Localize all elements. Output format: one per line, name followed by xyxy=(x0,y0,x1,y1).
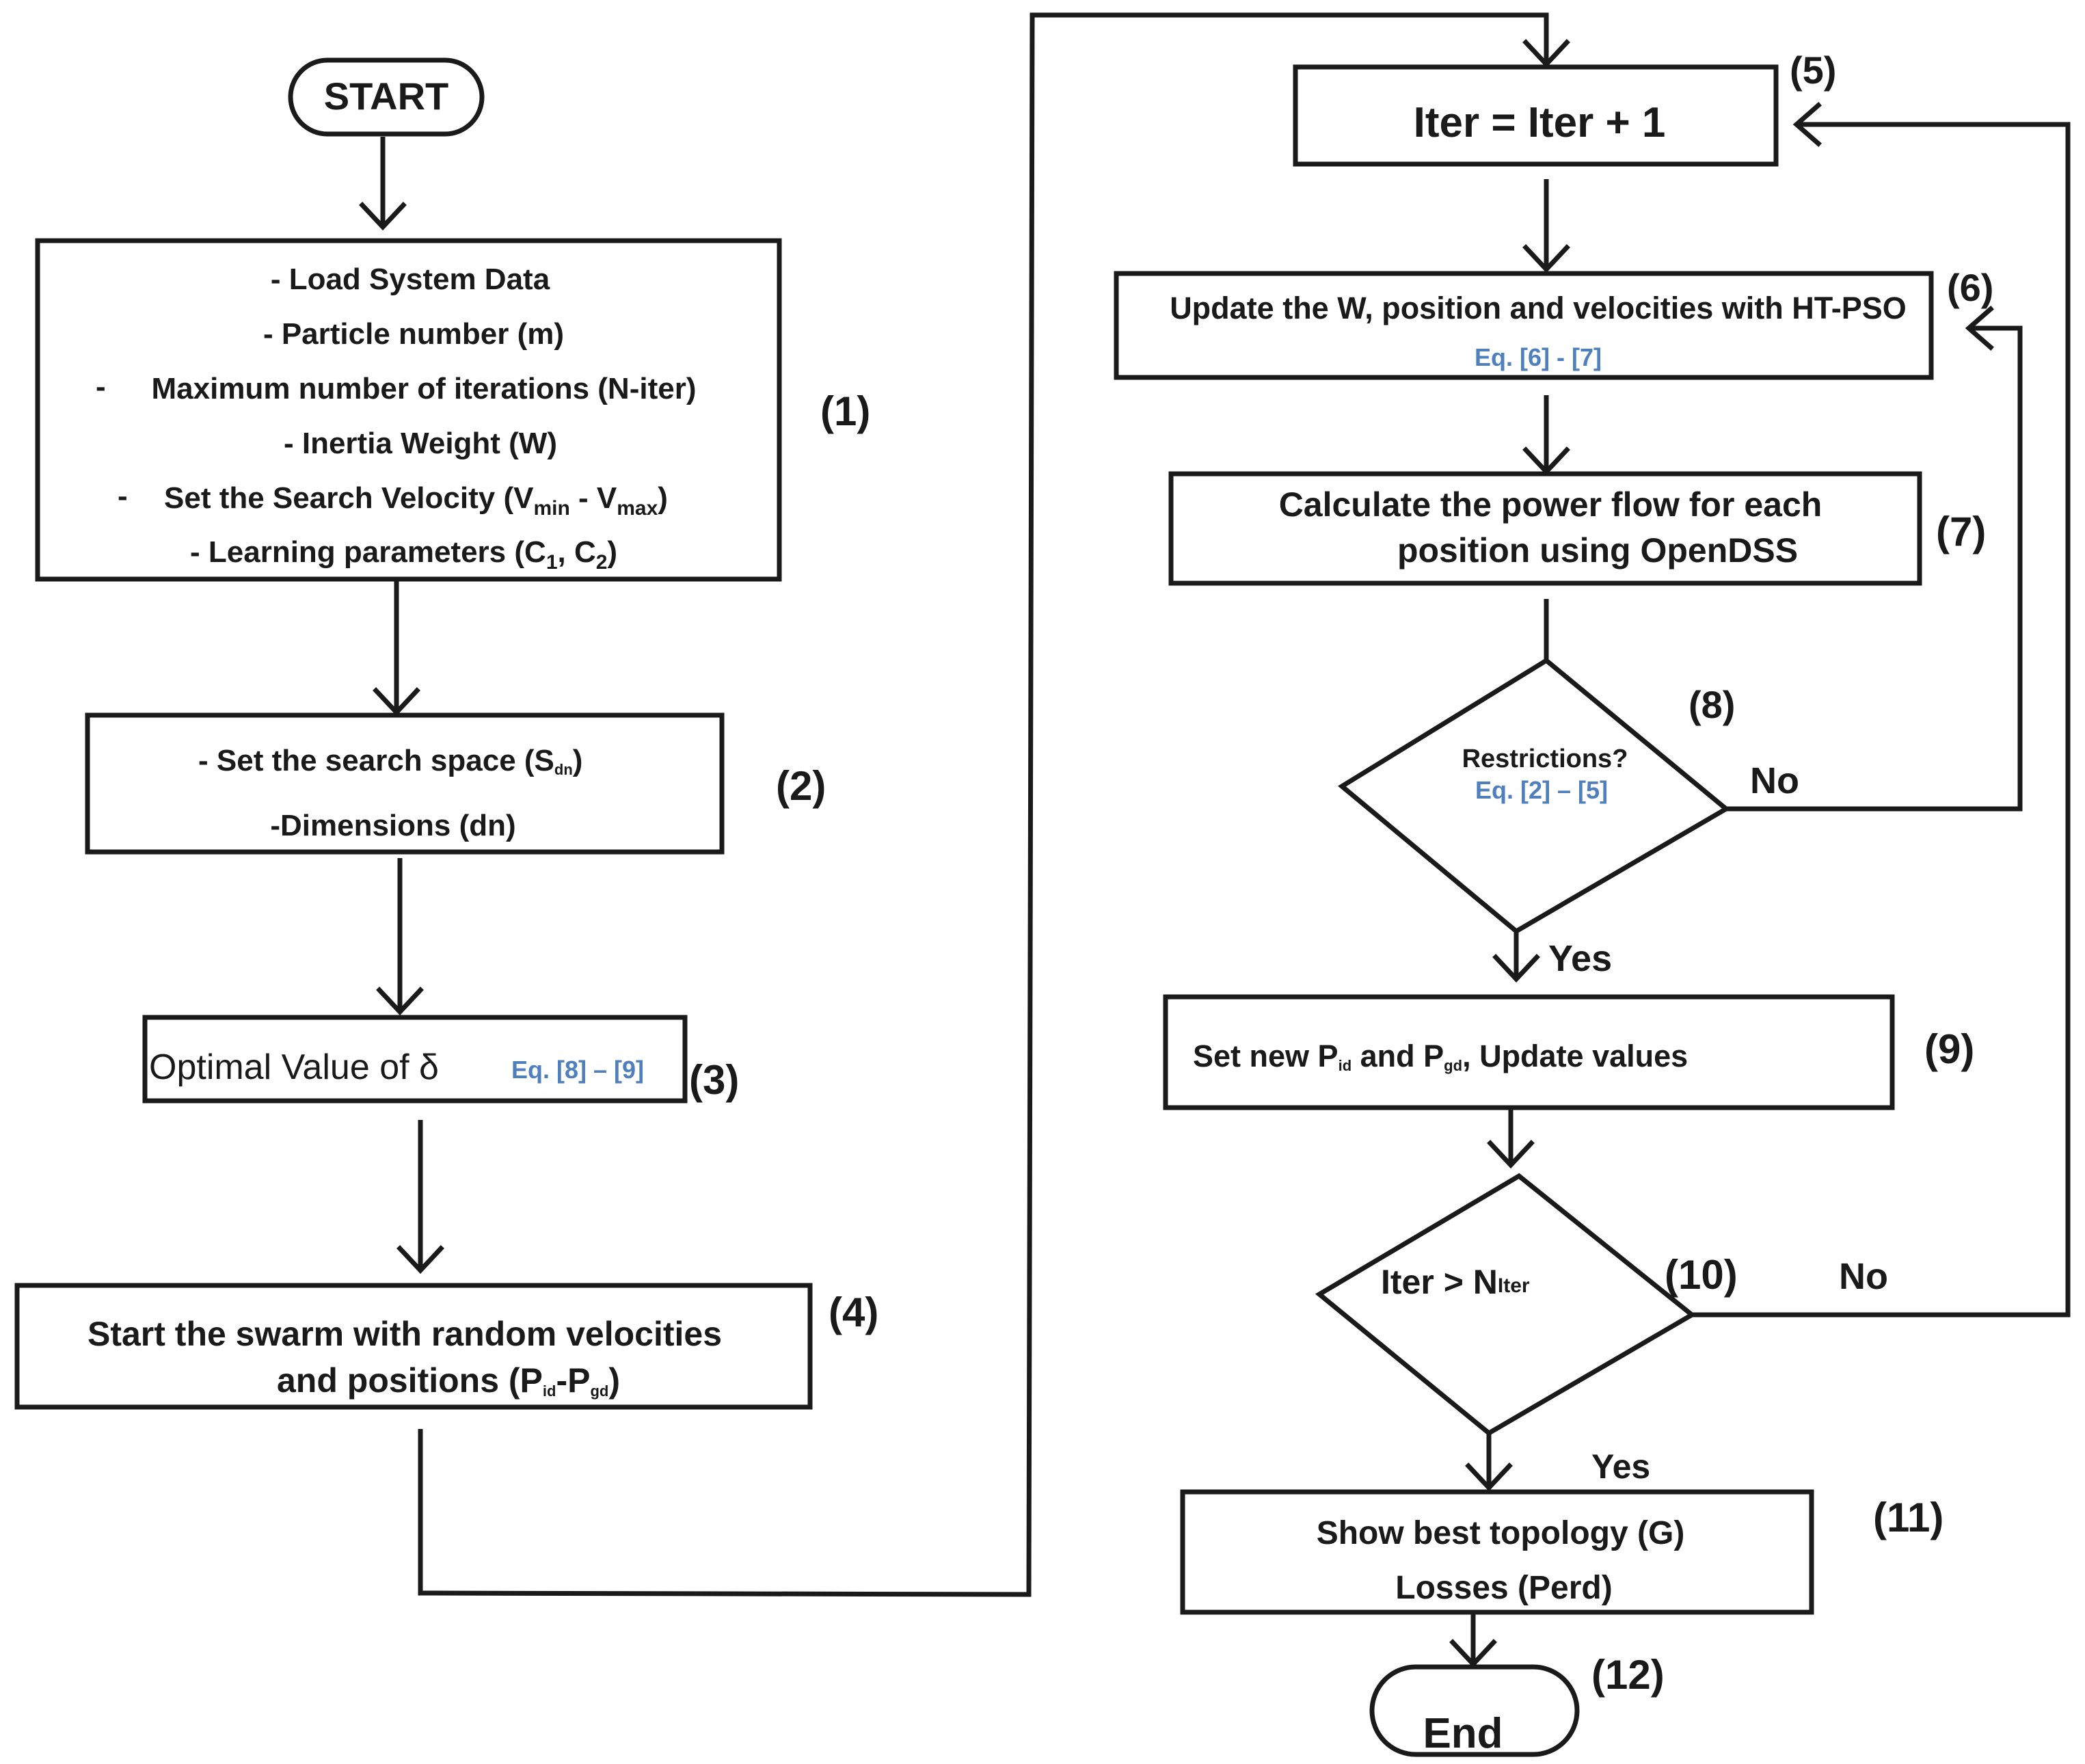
step-4-number: (4) xyxy=(829,1289,878,1335)
step-8-text: Restrictions? xyxy=(1462,745,1628,773)
end-shape xyxy=(1369,1664,1580,1757)
start-shape xyxy=(288,57,485,137)
step-3-equation: Eq. [8] – [9] xyxy=(511,1056,644,1084)
arrowhead-11 xyxy=(1465,1462,1513,1492)
step-7-shape xyxy=(1168,471,1922,586)
step-3-number: (3) xyxy=(689,1057,739,1103)
step-5-shape xyxy=(1293,64,1779,167)
arrowhead-10-no xyxy=(1792,102,1822,147)
step-4-shape xyxy=(14,1283,813,1410)
step-3-shape xyxy=(142,1015,688,1104)
step-7-number: (7) xyxy=(1936,509,1986,554)
step-7-box: Calculate the power flow for each positi… xyxy=(1168,471,1922,586)
step-9-number: (9) xyxy=(1924,1026,1974,1072)
step-8-decision: Restrictions? Eq. [2] – [5] xyxy=(1338,657,1731,935)
step-4-line-1: Start the swarm with random velocities xyxy=(88,1315,722,1353)
step-6-equation: Eq. [6] - [7] xyxy=(1475,343,1602,371)
step-1-line-load-data: - Load System Data xyxy=(271,263,550,296)
step-6-shape xyxy=(1114,271,1934,380)
arrowhead-8-no xyxy=(1965,306,1994,351)
step-4-box: Start the swarm with random velocities a… xyxy=(14,1283,813,1410)
step-1-bullet-iterations: - xyxy=(96,370,106,403)
step-11-box: Show best topology (G) Losses (Perd) xyxy=(1180,1489,1814,1615)
step-2-line-dimensions: -Dimensions (dn) xyxy=(270,809,515,842)
step-1-shape xyxy=(35,238,782,582)
step-4-line-2: and positions (Pid-Pgd) xyxy=(277,1361,620,1400)
arrowhead-12 xyxy=(1449,1639,1497,1668)
step-1-line-inertia: - Inertia Weight (W) xyxy=(284,427,557,460)
step-1-line-particle: - Particle number (m) xyxy=(263,317,564,351)
arrowhead-2 xyxy=(373,687,420,717)
step-5-number: (5) xyxy=(1790,49,1836,92)
start-label: START xyxy=(324,75,449,118)
step-7-line-1: Calculate the power flow for each xyxy=(1279,485,1822,524)
step-9-shape xyxy=(1163,994,1895,1110)
step-5-box: Iter = Iter + 1 xyxy=(1293,64,1779,167)
step-8-equation: Eq. [2] – [5] xyxy=(1475,776,1608,804)
step-7-line-2: position using OpenDSS xyxy=(1397,531,1798,570)
step-3-box: Optimal Value of δ Eq. [8] – [9] xyxy=(142,1015,688,1104)
step-10-yes-label: Yes xyxy=(1591,1447,1650,1486)
step-11-line-2: Losses (Perd) xyxy=(1395,1570,1612,1606)
step-9-box: Set new Pid and Pgd, Update values xyxy=(1163,994,1895,1110)
step-5-text: Iter = Iter + 1 xyxy=(1414,99,1666,146)
step-2-box: - Set the search space (Sdn) -Dimensions… xyxy=(85,712,725,855)
arrowhead-4 xyxy=(396,1245,444,1274)
step-1-line-learning: - Learning parameters (C1, C2) xyxy=(190,535,617,574)
step-2-shape xyxy=(85,712,725,855)
arrow-8-no-to-6 xyxy=(1726,325,2023,812)
step-2-line-search-space: - Set the search space (Sdn) xyxy=(198,744,582,778)
step-9-text: Set new Pid and Pgd, Update values xyxy=(1193,1039,1688,1074)
step-6-box: Update the W, position and velocities wi… xyxy=(1114,271,1934,380)
step-10-shape xyxy=(1315,1173,1697,1436)
step-8-yes-label: Yes xyxy=(1548,938,1612,979)
step-6-text: Update the W, position and velocities wi… xyxy=(1170,291,1907,325)
arrowhead-6 xyxy=(1522,244,1570,273)
end-terminal: End xyxy=(1369,1664,1580,1757)
step-1-number: (1) xyxy=(820,388,870,434)
step-10-number: (10) xyxy=(1665,1252,1738,1298)
step-10-no-label: No xyxy=(1839,1256,1888,1297)
step-11-shape xyxy=(1180,1489,1814,1615)
arrow-4-to-5 xyxy=(418,12,1549,1597)
arrowhead-9 xyxy=(1492,954,1540,983)
step-11-line-1: Show best topology (G) xyxy=(1317,1515,1685,1551)
step-8-no-label: No xyxy=(1750,760,1799,801)
end-label: End xyxy=(1423,1710,1503,1757)
step-1-line-velocity: Set the Search Velocity (Vmin - Vmax) xyxy=(164,481,668,520)
step-12-number: (12) xyxy=(1591,1652,1665,1698)
step-1-box: - Load System Data - Particle number (m)… xyxy=(35,238,782,582)
arrowhead-1 xyxy=(359,202,407,231)
step-10-text: Iter > NIter xyxy=(1381,1263,1530,1301)
connectors xyxy=(359,12,2071,1668)
step-10-decision: Iter > NIter xyxy=(1315,1173,1697,1436)
start-terminal: START xyxy=(288,57,485,137)
step-8-number: (8) xyxy=(1689,683,1735,726)
step-11-number: (11) xyxy=(1873,1495,1943,1540)
step-3-text: Optimal Value of δ xyxy=(149,1047,439,1087)
arrowhead-10 xyxy=(1487,1140,1535,1169)
step-2-number: (2) xyxy=(776,763,826,809)
arrowhead-3 xyxy=(376,987,424,1016)
step-1-bullet-velocity: - xyxy=(118,479,128,513)
step-1-line-iterations: Maximum number of iterations (N-iter) xyxy=(152,372,697,405)
arrowhead-5 xyxy=(1522,39,1570,68)
arrow-10-no-to-5 xyxy=(1692,122,2071,1318)
step-6-number: (6) xyxy=(1947,266,1993,309)
step-8-shape xyxy=(1338,657,1731,935)
